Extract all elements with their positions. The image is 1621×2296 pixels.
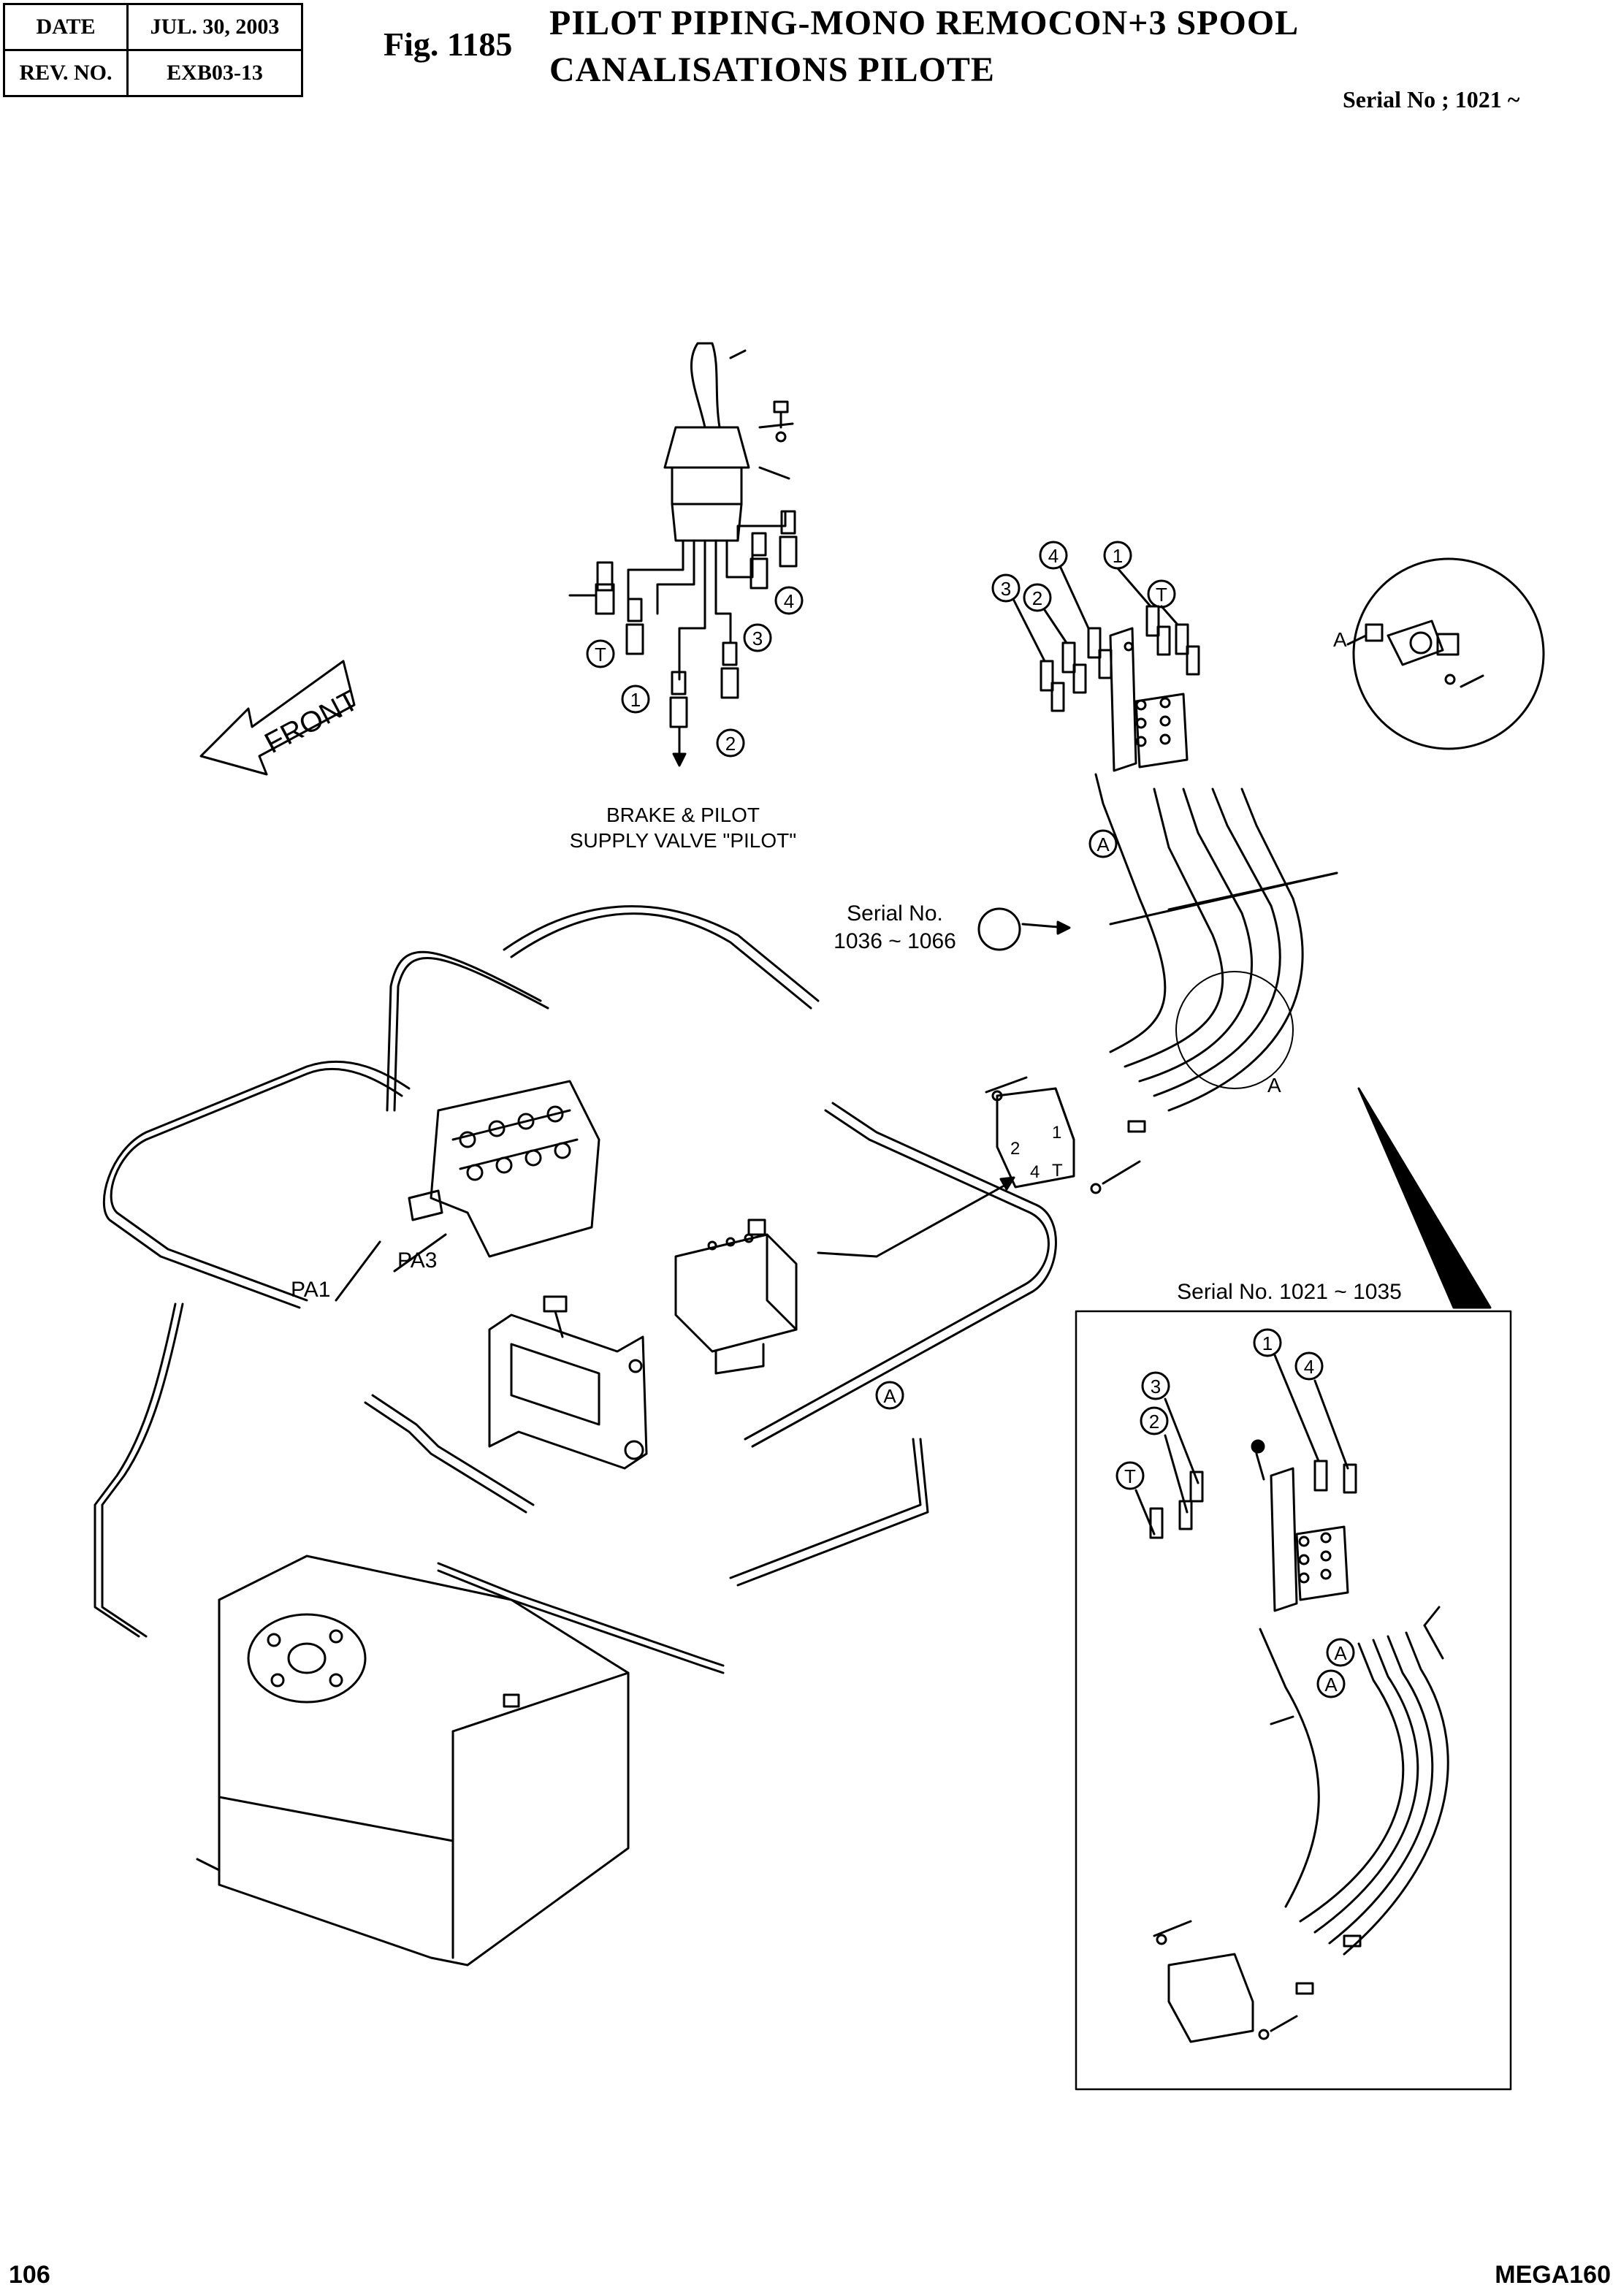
serial-mid-label-1: Serial No.: [847, 901, 943, 926]
mounting-bracket: [488, 1295, 648, 1470]
rev-label: REV. NO.: [3, 49, 129, 97]
joystick-callouts: T 1 2 3 4: [586, 586, 804, 758]
svg-text:3: 3: [752, 628, 763, 649]
callout-1: [621, 684, 650, 714]
svg-text:2: 2: [725, 733, 736, 755]
pilot-hoses: A: [94, 905, 1057, 1674]
svg-text:1: 1: [1052, 1123, 1061, 1143]
revision-table: DATE JUL. 30, 2003 REV. NO. EXB03-13: [3, 3, 303, 97]
svg-text:A: A: [1334, 1642, 1347, 1664]
hydraulic-tank: [196, 1555, 630, 1967]
svg-text:2: 2: [1010, 1139, 1020, 1159]
svg-text:T: T: [1156, 584, 1167, 606]
callout-4: [774, 586, 804, 615]
brake-valve-label-1: BRAKE & PILOT: [606, 804, 760, 826]
serial-note-circle: [977, 907, 1021, 951]
date-label: DATE: [3, 3, 129, 51]
serial-inset-label: Serial No. 1021 ~ 1035: [1177, 1280, 1402, 1304]
inset-pointer: [1357, 1087, 1492, 1309]
serial-mid-label-2: 1036 ~ 1066: [834, 929, 956, 953]
inset-serial-1021-1035: Serial No. 1021 ~ 1035 1 4 3 2 T A A: [1075, 1280, 1512, 2091]
callout-2: [716, 728, 745, 758]
svg-text:A: A: [1333, 628, 1347, 651]
svg-text:3: 3: [1001, 578, 1011, 600]
brake-valve-label-2: SUPPLY VALVE "PILOT": [570, 829, 796, 852]
svg-text:T: T: [1052, 1161, 1063, 1181]
svg-text:1: 1: [630, 689, 641, 711]
svg-text:1: 1: [1113, 545, 1123, 567]
svg-text:T: T: [1124, 1465, 1136, 1487]
model-name: MEGA160: [1495, 2261, 1611, 2289]
control-valve: PA3 PA1: [291, 1080, 600, 1302]
date-value: JUL. 30, 2003: [126, 3, 303, 51]
svg-text:A: A: [883, 1385, 896, 1407]
page-number: 106: [9, 2261, 50, 2289]
svg-text:T: T: [595, 644, 606, 665]
figure-subtitle: CANALISATIONS PILOTE: [549, 50, 995, 89]
svg-text:2: 2: [1032, 587, 1042, 609]
svg-text:4: 4: [784, 590, 794, 612]
svg-text:2: 2: [1149, 1411, 1159, 1433]
serial-range: Serial No ; 1021 ~: [1343, 86, 1520, 112]
callout-t: [586, 639, 615, 668]
figure-number: Fig. 1185: [384, 26, 513, 63]
callout-3: [743, 623, 772, 652]
rev-value: EXB03-13: [126, 49, 303, 97]
svg-text:1: 1: [1262, 1332, 1273, 1354]
pa1-label: PA1: [291, 1278, 330, 1302]
upper-manifold-assembly: 3 2 4 1 T A A: [991, 541, 1338, 1112]
svg-text:4: 4: [1030, 1162, 1040, 1182]
svg-text:4: 4: [1304, 1356, 1314, 1378]
svg-text:A: A: [1324, 1674, 1338, 1696]
joystick-assembly: [568, 342, 798, 767]
brake-supply-valve: [674, 1218, 798, 1375]
figure-title: PILOT PIPING-MONO REMOCON+3 SPOOL: [549, 4, 1300, 42]
front-label: FRONT: [259, 684, 363, 760]
front-arrow: FRONT: [199, 660, 364, 776]
detail-a-label: A: [1267, 1074, 1281, 1096]
pa3-label: PA3: [397, 1248, 437, 1273]
detail-a-circle: A: [1333, 557, 1545, 750]
svg-text:4: 4: [1048, 545, 1059, 567]
lower-manifold-block: 1 2 4 T: [985, 1076, 1146, 1194]
svg-text:A: A: [1096, 834, 1110, 855]
svg-text:3: 3: [1151, 1376, 1161, 1397]
